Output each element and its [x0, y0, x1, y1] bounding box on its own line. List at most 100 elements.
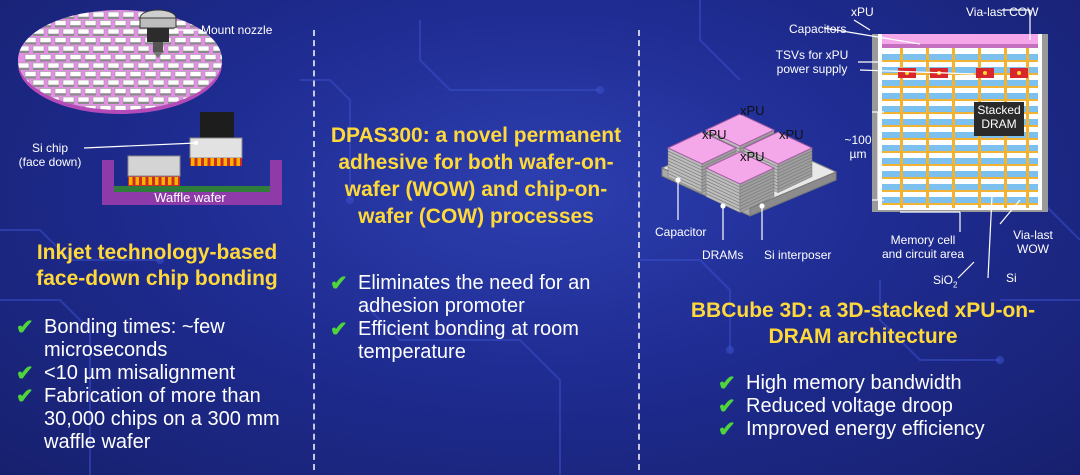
wafer-chip [137, 79, 150, 87]
wafer-chip [107, 11, 120, 19]
solder-bump [191, 158, 195, 166]
solder-bump [155, 177, 159, 185]
wafer-chip [18, 11, 30, 19]
check-icon: ✔ [718, 372, 736, 395]
list-item: ✔<10 µm misalignment [16, 362, 236, 385]
label-waffle-wafer: Waffle wafer [154, 190, 226, 205]
label-xpu: xPU [779, 127, 804, 142]
wafer-chip [114, 20, 127, 28]
wafer-chip [32, 45, 45, 53]
wafer-chip [212, 11, 222, 19]
wafer-chip [39, 20, 52, 28]
label-si-chip: Si chip (face down) [18, 141, 82, 169]
wafer-chip [167, 62, 180, 70]
list-item: ✔Reduced voltage droop [718, 395, 953, 418]
list-item: ✔Fabrication of more than 30,000 chips o… [16, 385, 280, 453]
wafer-chip [107, 28, 120, 36]
wafer-chip [54, 37, 67, 45]
wafer-chip [77, 79, 90, 87]
wafer-chip [32, 11, 45, 19]
solder-bump [168, 177, 172, 185]
wafer-chip [212, 96, 222, 104]
wafer-chip [219, 54, 222, 62]
left-heading: Inkjet technology-based face-down chip b… [36, 241, 278, 290]
wafer-chip [137, 96, 150, 104]
wafer-chip [62, 45, 75, 53]
wafer-chip [152, 62, 165, 70]
wafer-chip [107, 96, 120, 104]
check-icon: ✔ [330, 318, 348, 341]
wafer-chip [99, 71, 112, 79]
wafer-chip [99, 54, 112, 62]
solder-bump [204, 158, 208, 166]
wafer-chip [99, 20, 112, 28]
divider-left [313, 30, 315, 470]
label-capacitors: Capacitors [789, 22, 847, 36]
wafer-chip [129, 54, 142, 62]
wafer-chip [39, 54, 52, 62]
bbcube-cross-section [872, 34, 1048, 212]
wafer-chip [159, 54, 172, 62]
wafer-chip [24, 54, 37, 62]
wafer-chip [129, 20, 142, 28]
wafer-chip [54, 88, 67, 96]
solder-bump [223, 158, 227, 166]
solder-bump [142, 177, 146, 185]
label-memory-cell: Memory cell and circuit area [881, 233, 965, 261]
dram-layer [882, 145, 1038, 151]
wafer-chip [18, 45, 30, 53]
wafer-chip [212, 62, 222, 70]
label-via-last-cow: Via-last COW [966, 5, 1039, 19]
divider-right [638, 30, 640, 470]
wafer-chip [182, 28, 195, 36]
middle-heading: DPAS300: a novel permanent adhesive for … [330, 124, 622, 228]
wafer-chip [47, 28, 60, 36]
wafer-chip [174, 71, 187, 79]
check-icon: ✔ [718, 418, 736, 441]
wafer-chip [197, 79, 210, 87]
wafer-chip [197, 96, 210, 104]
wafer-chip [182, 62, 195, 70]
wafer-chip [24, 20, 37, 28]
wafer-chip [24, 105, 37, 110]
wafer-chip [47, 11, 60, 19]
dram-layer [882, 80, 1038, 86]
wafer-chip [107, 62, 120, 70]
wafer-chip [189, 37, 202, 45]
label-capacitor: Capacitor [655, 225, 707, 239]
wafer-chip [144, 88, 157, 96]
dram-layer [882, 197, 1038, 203]
wafer-chip [122, 45, 135, 53]
wafer-chip [69, 20, 82, 28]
wafer-chip [77, 62, 90, 70]
wafer-chip [114, 71, 127, 79]
wafer-chip [77, 96, 90, 104]
wafer-chip [197, 62, 210, 70]
wafer-chip [174, 88, 187, 96]
label-cross-xpu: xPU [851, 5, 874, 19]
middle-bullet-list: ✔Eliminates the need for an adhesion pro… [330, 272, 630, 364]
wafer-chip [32, 96, 45, 104]
bonded-chip [127, 155, 181, 186]
wafer-chip [92, 28, 105, 36]
wafer-chip [107, 79, 120, 87]
solder-bump [129, 177, 133, 185]
xpu-dram-stack [704, 151, 776, 213]
wafer-chip [167, 45, 180, 53]
wafer-chip [18, 62, 30, 70]
solder-bump [148, 177, 152, 185]
dram-layer [882, 67, 1038, 73]
wafer-chip [189, 105, 202, 110]
wafer-chip [77, 11, 90, 19]
label-si: Si [1006, 271, 1017, 285]
wafer-chip [32, 62, 45, 70]
wafer-chip [47, 79, 60, 87]
dram-layer [882, 158, 1038, 164]
wafer-chip [197, 11, 210, 19]
wafer-chip [122, 28, 135, 36]
solder-bump [230, 158, 234, 166]
dram-layer [882, 184, 1038, 190]
label-stacked-dram: Stacked DRAM [977, 103, 1021, 131]
wafer-chip [174, 105, 187, 110]
wafer-chip [47, 45, 60, 53]
